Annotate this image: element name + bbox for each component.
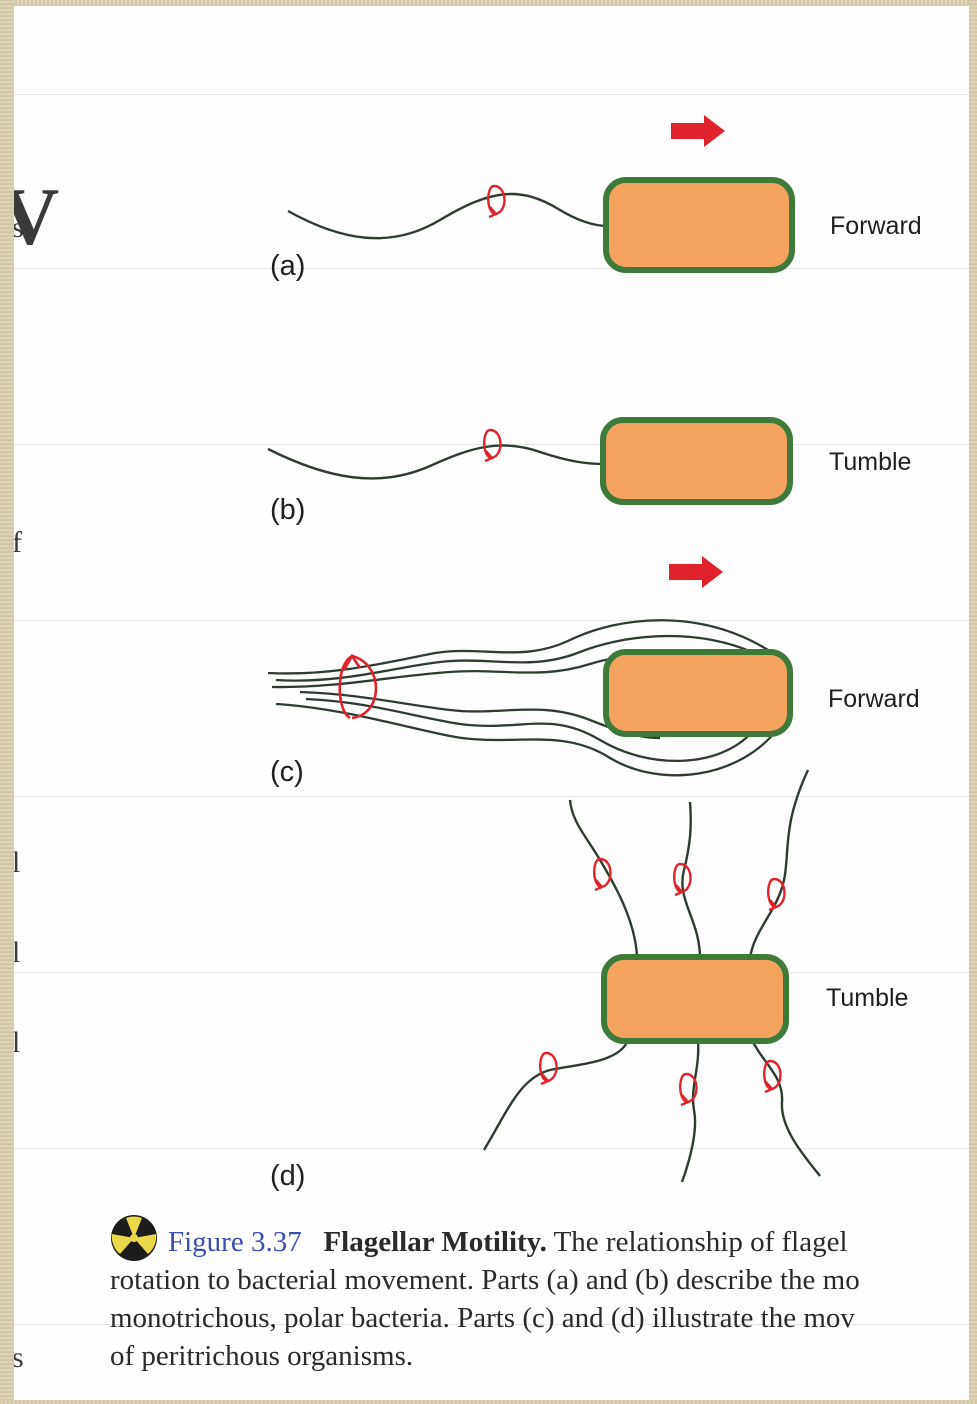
flagellum — [268, 445, 604, 478]
flagellum — [750, 770, 808, 958]
bacterial-cell — [606, 652, 790, 734]
panel-label: (a) — [270, 250, 305, 282]
caption-line: rotation to bacterial movement. Parts (a… — [110, 1261, 977, 1299]
direction-arrow-icon — [671, 115, 725, 147]
flagellum — [484, 1040, 628, 1150]
figure-number: Figure 3.37 — [168, 1226, 302, 1258]
flagellum — [752, 1040, 820, 1176]
caption-line: monotrichous, polar bacteria. Parts (c) … — [110, 1299, 977, 1337]
caption-line: of peritrichous organisms. — [110, 1337, 977, 1375]
panel-d — [484, 770, 820, 1182]
caption-text: The relationship of flagel — [554, 1226, 848, 1258]
flagellum — [288, 194, 608, 238]
panel-b — [268, 420, 790, 502]
bacterial-cell — [604, 957, 786, 1041]
panel-label: (c) — [270, 756, 304, 788]
state-label: Forward — [828, 685, 920, 713]
rotation-arrow-icon — [488, 186, 504, 217]
panel-a — [288, 115, 792, 270]
flagellum — [682, 1040, 698, 1182]
state-label: Forward — [830, 212, 922, 240]
bacterial-cell — [606, 180, 792, 270]
flagellum — [570, 800, 637, 958]
direction-arrow-icon — [669, 556, 723, 588]
panel-label: (d) — [270, 1160, 305, 1192]
panel-c — [268, 556, 790, 775]
state-label: Tumble — [826, 984, 908, 1012]
bacterial-cell — [603, 420, 790, 502]
figure-title: Flagellar Motility. — [323, 1226, 546, 1258]
rotation-arrow-icon — [768, 879, 784, 910]
figure-caption: Figure 3.37 Flagellar Motility. The rela… — [168, 1223, 977, 1261]
panel-label: (b) — [270, 494, 305, 526]
figure-badge-icon — [111, 1215, 157, 1261]
state-label: Tumble — [829, 448, 911, 476]
rotation-arrow-icon — [764, 1061, 780, 1092]
